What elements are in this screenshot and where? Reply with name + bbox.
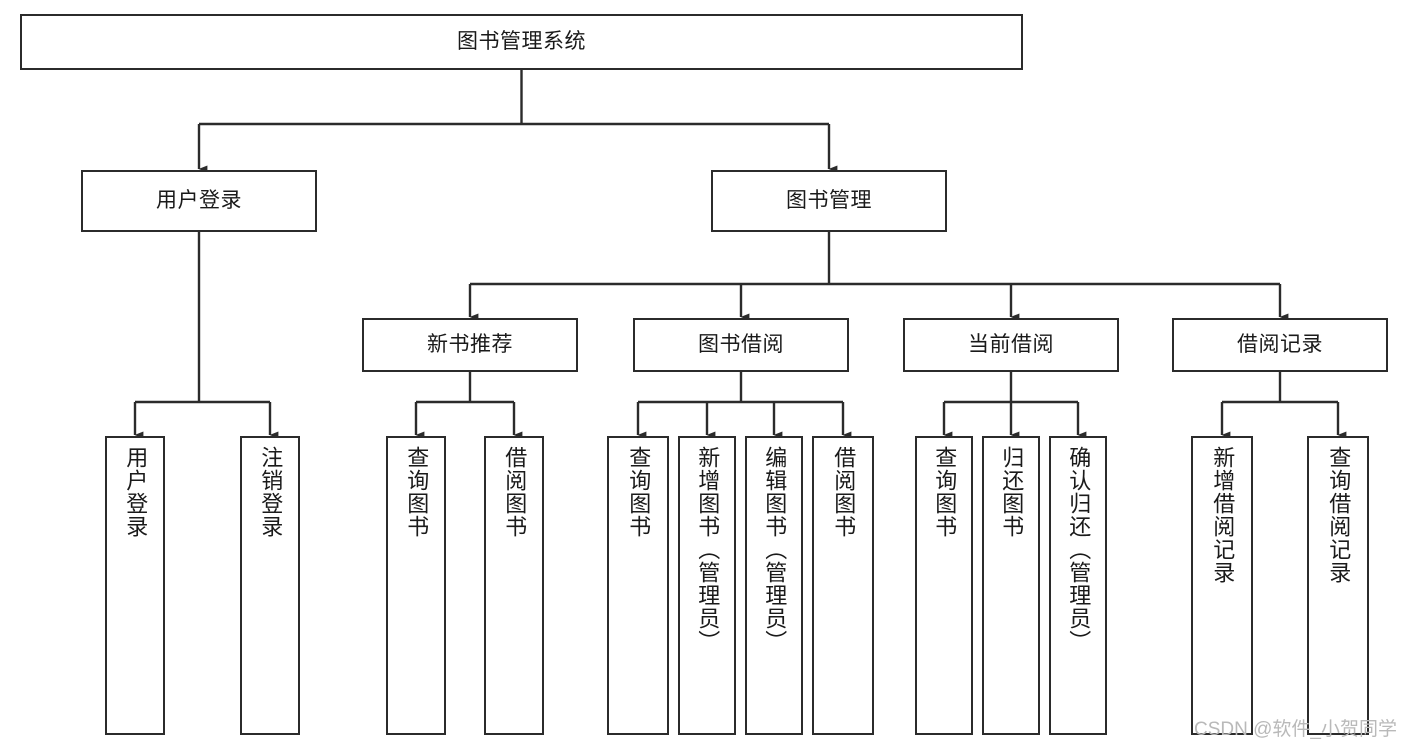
node-label: 注销登录 <box>258 446 284 538</box>
node-label: 借阅记录 <box>1237 332 1323 356</box>
node-leaf-bb-query[interactable]: 查询图书 <box>607 436 669 735</box>
node-book-manage[interactable]: 图书管理 <box>711 170 947 232</box>
node-book-borrow[interactable]: 图书借阅 <box>633 318 849 372</box>
node-leaf-br-add[interactable]: 新增借阅记录 <box>1191 436 1253 735</box>
node-root[interactable]: 图书管理系统 <box>20 14 1023 70</box>
node-current-borrow[interactable]: 当前借阅 <box>903 318 1119 372</box>
node-leaf-bb-borrow[interactable]: 借阅图书 <box>812 436 874 735</box>
node-leaf-cb-confirm[interactable]: 确认归还（管理员） <box>1049 436 1107 735</box>
node-label: 借阅图书 <box>502 446 528 538</box>
node-label: 用户登录 <box>156 188 242 212</box>
node-label: 新增图书（管理员） <box>695 446 721 653</box>
node-borrow-record[interactable]: 借阅记录 <box>1172 318 1388 372</box>
node-label: 新增借阅记录 <box>1210 446 1236 584</box>
node-label: 用户登录 <box>123 446 149 538</box>
node-label: 编辑图书（管理员） <box>762 446 788 653</box>
node-label: 借阅图书 <box>831 446 857 538</box>
node-leaf-cb-query[interactable]: 查询图书 <box>915 436 973 735</box>
node-label: 当前借阅 <box>968 332 1054 356</box>
node-new-book-rec[interactable]: 新书推荐 <box>362 318 578 372</box>
node-leaf-cb-return[interactable]: 归还图书 <box>982 436 1040 735</box>
node-label: 查询图书 <box>932 446 958 538</box>
node-leaf-rec-borrow[interactable]: 借阅图书 <box>484 436 544 735</box>
node-leaf-user-logout[interactable]: 注销登录 <box>240 436 300 735</box>
node-label: 图书借阅 <box>698 332 784 356</box>
node-label: 查询借阅记录 <box>1326 446 1352 584</box>
node-label: 确认归还（管理员） <box>1066 446 1092 653</box>
node-label: 图书管理 <box>786 188 872 212</box>
node-leaf-br-query[interactable]: 查询借阅记录 <box>1307 436 1369 735</box>
node-leaf-rec-query[interactable]: 查询图书 <box>386 436 446 735</box>
node-label: 查询图书 <box>404 446 430 538</box>
node-label: 查询图书 <box>626 446 652 538</box>
node-label: 图书管理系统 <box>457 29 586 53</box>
watermark: CSDN @软件_小贺同学 <box>1194 719 1397 740</box>
node-leaf-user-login[interactable]: 用户登录 <box>105 436 165 735</box>
node-label: 归还图书 <box>999 446 1025 538</box>
node-leaf-bb-add[interactable]: 新增图书（管理员） <box>678 436 736 735</box>
node-user-login[interactable]: 用户登录 <box>81 170 317 232</box>
node-label: 新书推荐 <box>427 332 513 356</box>
node-leaf-bb-edit[interactable]: 编辑图书（管理员） <box>745 436 803 735</box>
